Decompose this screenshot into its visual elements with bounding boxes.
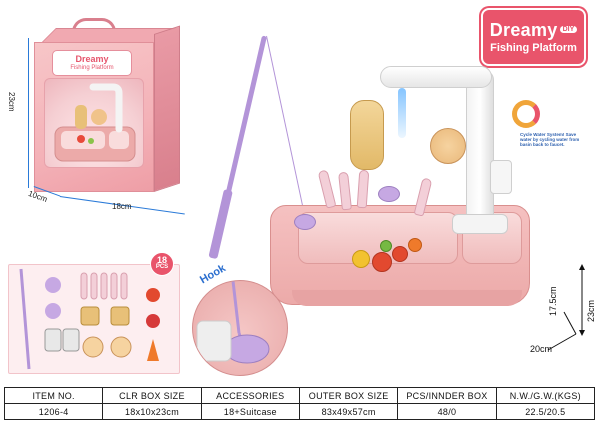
faucet-lever <box>490 160 512 194</box>
accessories-illustration <box>19 268 160 370</box>
specs-value-cell: 22.5/20.5 <box>495 403 596 420</box>
toy-fish <box>378 186 400 202</box>
accessories-count-badge: 18 PCS <box>150 252 174 276</box>
cycle-water-note: Cycle Water System! Save water by cyclin… <box>520 132 580 147</box>
accessories-unit: PCS <box>155 264 169 270</box>
dimension-height: 23cm <box>586 299 596 322</box>
box-logo: Dreamy Fishing Platform <box>52 50 132 76</box>
specs-value-cell: 18+Suitcase <box>200 403 300 420</box>
specs-header-cell: ACCESSORIES <box>200 387 300 404</box>
hook-illustration <box>196 281 270 364</box>
plate <box>430 128 466 164</box>
toy-fish <box>294 214 316 230</box>
fishing-rod-handle <box>208 188 233 260</box>
specs-header-cell: ITEM NO. <box>3 387 104 404</box>
dimension-depth: 17.5cm <box>548 286 558 316</box>
cycle-arrows-icon <box>512 100 540 128</box>
specs-table: ITEM NO. CLR BOX SIZE ACCESSORIES OUTER … <box>3 387 596 420</box>
box-window-sink-illustration <box>54 83 136 162</box>
specs-value-cell: 1206-4 <box>3 403 104 420</box>
specs-value-cell: 18x10x23cm <box>102 403 202 420</box>
accessories-panel <box>8 264 180 374</box>
dimension-arrows <box>547 264 585 351</box>
specs-value-cell: 83x49x57cm <box>298 403 399 420</box>
accessories-count: 18 <box>156 255 167 265</box>
utensil-spoon <box>317 169 337 209</box>
specs-header-cell: OUTER BOX SIZE <box>298 387 399 404</box>
toy-carrot <box>408 238 422 252</box>
toy-lemon <box>352 250 370 268</box>
specs-header-cell: N.W./G.W.(KGS) <box>495 387 596 404</box>
utensil-spatula <box>356 169 370 209</box>
box-handle <box>72 18 116 32</box>
product-box-image: Dreamy Fishing Platform <box>8 18 198 218</box>
fishing-line <box>266 35 305 213</box>
water-stream <box>398 88 406 138</box>
faucet-arm <box>380 66 492 88</box>
specs-value-row: 1206-4 18x10x23cm 18+Suitcase 83x49x57cm… <box>3 403 596 420</box>
specs-value-cell: 48/0 <box>397 403 497 420</box>
dimension-width: 20cm <box>530 344 553 354</box>
box-logo-product: Fishing Platform <box>70 65 114 71</box>
toy-leaf <box>380 240 392 252</box>
specs-header-cell: CLR BOX SIZE <box>102 387 202 404</box>
box-side <box>154 25 180 192</box>
faucet-column <box>466 70 494 230</box>
specs-header-cell: PCS/INNDER BOX <box>397 387 497 404</box>
box-logo-name: Dreamy <box>75 54 109 64</box>
box-width-label: 18cm <box>112 202 132 211</box>
brand-badge: Dreamy DIY Fishing Platform <box>481 8 586 66</box>
hook-detail-inset <box>192 280 288 376</box>
brand-product: Fishing Platform <box>490 42 577 54</box>
cutting-board <box>350 100 384 170</box>
brand-name: Dreamy <box>489 20 558 40</box>
toy-tomato <box>372 252 392 272</box>
box-window <box>44 78 144 168</box>
toy-strawberry <box>392 246 408 262</box>
brand-tag: DIY <box>559 26 578 33</box>
box-height-line <box>28 38 29 188</box>
faucet-base <box>452 214 508 234</box>
sink-foot <box>292 290 522 306</box>
box-height-label: 23cm <box>7 92 16 112</box>
specs-header-row: ITEM NO. CLR BOX SIZE ACCESSORIES OUTER … <box>3 387 596 404</box>
